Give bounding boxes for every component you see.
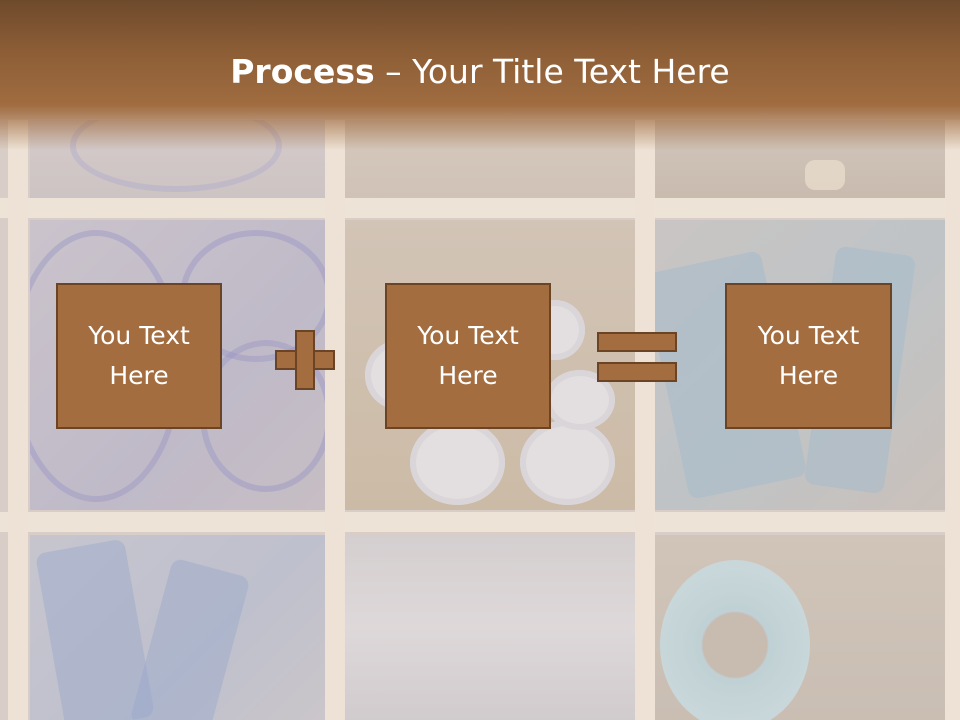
- photo-cell-yarn-ball: [655, 535, 945, 720]
- process-box-result-label: You Text Here: [757, 321, 860, 390]
- title-bold-text: Process: [230, 52, 375, 91]
- photo-cell-zippers: [30, 535, 325, 720]
- process-box-2-label: You Text Here: [417, 321, 519, 390]
- slide-title[interactable]: Process – Your Title Text Here: [0, 52, 960, 91]
- plus-icon: [275, 330, 335, 390]
- process-box-result[interactable]: You Text Here: [725, 283, 892, 429]
- title-bar: Process – Your Title Text Here: [0, 0, 960, 150]
- photo-cell-satin: [345, 535, 635, 720]
- process-box-2[interactable]: You Text Here: [385, 283, 551, 429]
- title-rest-text: – Your Title Text Here: [374, 52, 730, 91]
- equals-icon: [597, 332, 677, 384]
- process-box-1[interactable]: You Text Here: [56, 283, 222, 429]
- process-box-1-label: You Text Here: [88, 321, 190, 390]
